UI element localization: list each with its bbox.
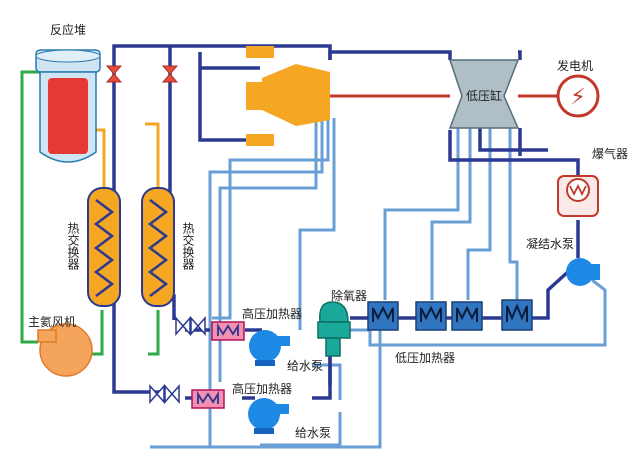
lp-turbine-label: 低压缸 <box>466 88 502 103</box>
hp-heater-2: 高压加热器 <box>191 381 292 409</box>
heater-coil-icon <box>506 303 528 322</box>
feed-pump-2: 给水泵 <box>248 398 331 440</box>
feed-pump-1: 给水泵 <box>249 330 323 373</box>
hp-heater-1: 高压加热器 <box>211 306 302 341</box>
feed-pump-1-label: 给水泵 <box>287 359 323 373</box>
heater-coil-icon <box>420 305 442 322</box>
hx1-label: 热交换器 <box>66 222 80 271</box>
valve-icon <box>149 384 180 404</box>
lp-heater-2 <box>415 301 447 331</box>
blast-box: 爆气器 <box>557 146 628 217</box>
generator: ⚡ 发电机 <box>556 58 600 118</box>
hp-heater-2-label: 高压加热器 <box>232 381 292 396</box>
heater-coil-icon <box>569 183 587 197</box>
heater-coil-icon <box>197 390 219 404</box>
heat-exchanger-2: 热交换器 <box>141 187 195 307</box>
valve-icon <box>161 65 179 83</box>
lp-heater-1 <box>367 301 399 331</box>
lightning-icon: ⚡ <box>570 84 585 109</box>
lp-turbine: 低压缸 <box>448 59 520 129</box>
feedwater-pipes <box>150 118 607 449</box>
deaerator: 除氧器 <box>317 288 367 357</box>
reactor: 反应堆 <box>35 22 101 163</box>
hp-heater-1-label: 高压加热器 <box>242 306 302 321</box>
hp-turbine <box>246 46 330 146</box>
generator-label: 发电机 <box>557 58 593 73</box>
coil-icon <box>93 199 115 297</box>
heat-exchanger-1: 热交换器 <box>66 187 121 307</box>
lp-heater-3 <box>451 301 483 331</box>
deaerator-label: 除氧器 <box>331 288 367 303</box>
reactor-label: 反应堆 <box>50 22 86 37</box>
lp-heaters-label: 低压加热器 <box>395 351 455 365</box>
condensate-pump-label: 凝结水泵 <box>526 236 574 251</box>
valve-icon <box>175 316 206 336</box>
heater-coil-icon <box>217 322 239 336</box>
hx2-label: 热交换器 <box>181 222 195 271</box>
blower-label: 主氦风机 <box>28 314 76 329</box>
hx-secondary-pipes <box>90 122 160 190</box>
lp-heater-4 <box>501 299 533 331</box>
heater-coil-icon <box>456 305 478 322</box>
blower: 主氦风机 <box>28 314 93 377</box>
heater-coil-icon <box>372 305 394 322</box>
feed-pump-2-label: 给水泵 <box>295 426 331 440</box>
helium-pipes <box>20 70 160 356</box>
condensate-pump: 凝结水泵 <box>526 236 600 286</box>
coil-icon <box>147 199 169 297</box>
valve-icon <box>105 65 123 83</box>
blast-box-label: 爆气器 <box>592 146 628 161</box>
